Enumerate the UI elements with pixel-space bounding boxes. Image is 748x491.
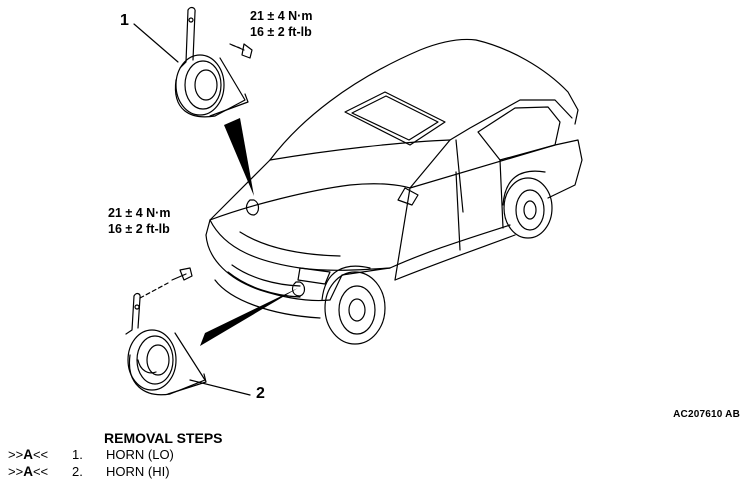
torque-ftlb-text: 16 ± 2 ft-lb bbox=[108, 222, 170, 236]
torque-nm-text: 21 ± 4 N·m bbox=[250, 9, 313, 23]
removal-steps-title: REMOVAL STEPS bbox=[104, 430, 223, 446]
step-label: HORN (LO) bbox=[106, 447, 174, 462]
horn-lo-part bbox=[133, 6, 253, 118]
removal-step-item: >>A<<2.HORN (HI) bbox=[8, 464, 170, 479]
mark-prefix: >> bbox=[8, 447, 24, 462]
vehicle-horn-diagram bbox=[125, 6, 583, 396]
step-number: 1. bbox=[72, 447, 83, 462]
figure-id: AC207610 AB bbox=[673, 409, 740, 420]
step-number: 2. bbox=[72, 464, 83, 479]
torque-spec-left: 21 ± 4 N·m 16 ± 2 ft-lb bbox=[108, 205, 170, 237]
mark-suffix: << bbox=[32, 464, 49, 479]
reference-mark: >>A<< bbox=[8, 447, 72, 462]
torque-nm-text: 21 ± 4 N·m bbox=[108, 206, 171, 220]
callout-1: 1 bbox=[120, 12, 129, 29]
torque-ftlb-text: 16 ± 2 ft-lb bbox=[250, 25, 312, 39]
location-pointers bbox=[200, 118, 298, 346]
vehicle-illustration bbox=[205, 38, 583, 345]
step-label: HORN (HI) bbox=[106, 464, 170, 479]
mark-suffix: << bbox=[32, 447, 49, 462]
removal-step-item: >>A<<1.HORN (LO) bbox=[8, 447, 174, 462]
callout-2: 2 bbox=[256, 385, 265, 402]
mark-letter: A bbox=[23, 464, 33, 479]
reference-mark: >>A<< bbox=[8, 464, 72, 479]
torque-spec-top: 21 ± 4 N·m 16 ± 2 ft-lb bbox=[250, 8, 312, 40]
horn-hi-part bbox=[125, 267, 251, 396]
mark-prefix: >> bbox=[8, 464, 24, 479]
mark-letter: A bbox=[23, 447, 33, 462]
